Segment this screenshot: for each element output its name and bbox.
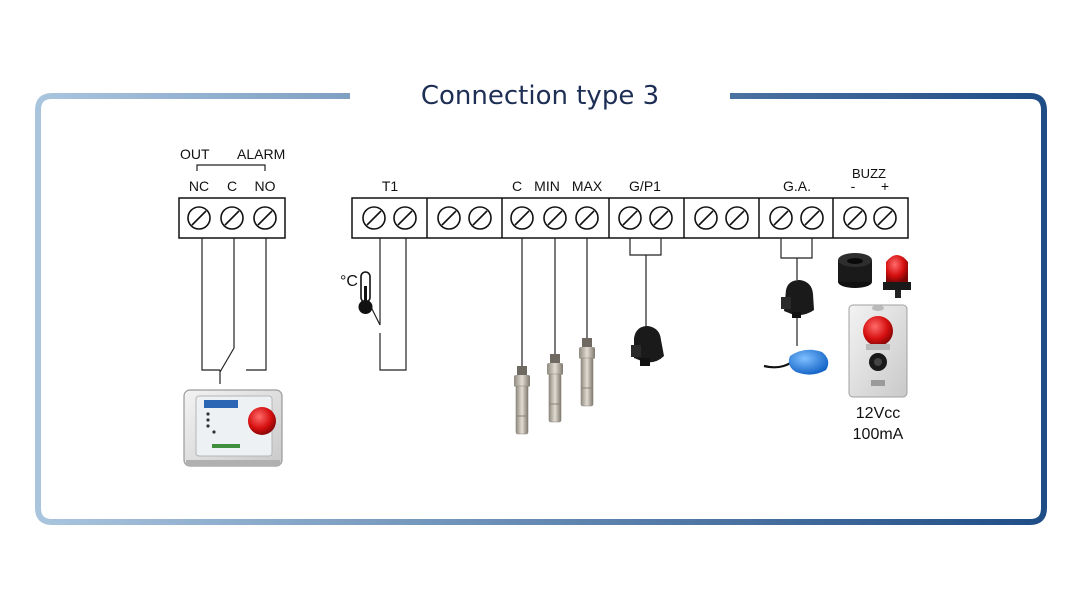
screw-terminal: [769, 206, 793, 230]
screw-terminal: [468, 206, 492, 230]
label-alarm: ALARM: [237, 146, 285, 162]
float-switch-icon: [763, 349, 829, 375]
label-out: OUT: [180, 146, 210, 162]
label-minus: -: [851, 178, 856, 194]
thermometer-icon: [358, 271, 373, 314]
screw-terminal: [437, 206, 461, 230]
screw-terminal: [649, 206, 673, 230]
gp1-wiring: [629, 238, 662, 330]
screw-terminal: [575, 206, 599, 230]
screw-terminal: [618, 206, 642, 230]
label-buzz: BUZZ: [852, 166, 886, 181]
label-plus: +: [881, 178, 889, 194]
label-c-alarm: C: [227, 178, 237, 194]
label-t1: T1: [382, 178, 399, 194]
ga-wiring: [780, 238, 813, 346]
screw-terminal: [510, 206, 534, 230]
buzzer-current: 100mA: [853, 426, 904, 443]
buzzer-voltage: 12Vcc: [856, 405, 900, 422]
screw-terminal: [393, 206, 417, 230]
alarm-unit-box-icon: [183, 389, 283, 467]
probe-icon: [514, 366, 530, 435]
t1-wiring: [369, 238, 407, 371]
label-nc: NC: [189, 178, 209, 194]
screw-terminal: [800, 206, 824, 230]
screw-terminal: [362, 206, 386, 230]
screw-terminal: [220, 206, 244, 230]
probe-icon: [547, 354, 563, 423]
page-title: Connection type 3: [421, 81, 659, 111]
label-max: MAX: [572, 178, 603, 194]
pressure-switch-icon: [781, 280, 814, 318]
screw-terminal: [725, 206, 749, 230]
screw-terminal: [543, 206, 567, 230]
probe-icon: [579, 338, 595, 407]
screw-terminal: [694, 206, 718, 230]
buzzer-icon: [838, 253, 872, 288]
label-c: C: [512, 178, 522, 194]
main-terminal-strip: [351, 197, 909, 239]
siren-box-icon: [848, 304, 908, 398]
label-gp1: G/P1: [629, 178, 661, 194]
screw-terminal: [253, 206, 277, 230]
red-beacon-icon: [883, 255, 911, 298]
thermometer-unit-label: °C: [340, 273, 358, 290]
label-no: NO: [255, 178, 276, 194]
screw-terminal: [873, 206, 897, 230]
frame: [35, 93, 1047, 525]
alarm-out-block: OUT ALARM NC C NO: [178, 146, 286, 384]
screw-terminal: [187, 206, 211, 230]
label-ga: G.A.: [783, 178, 811, 194]
pressure-switch-icon: [631, 326, 664, 366]
label-min: MIN: [534, 178, 560, 194]
screw-terminal: [843, 206, 867, 230]
